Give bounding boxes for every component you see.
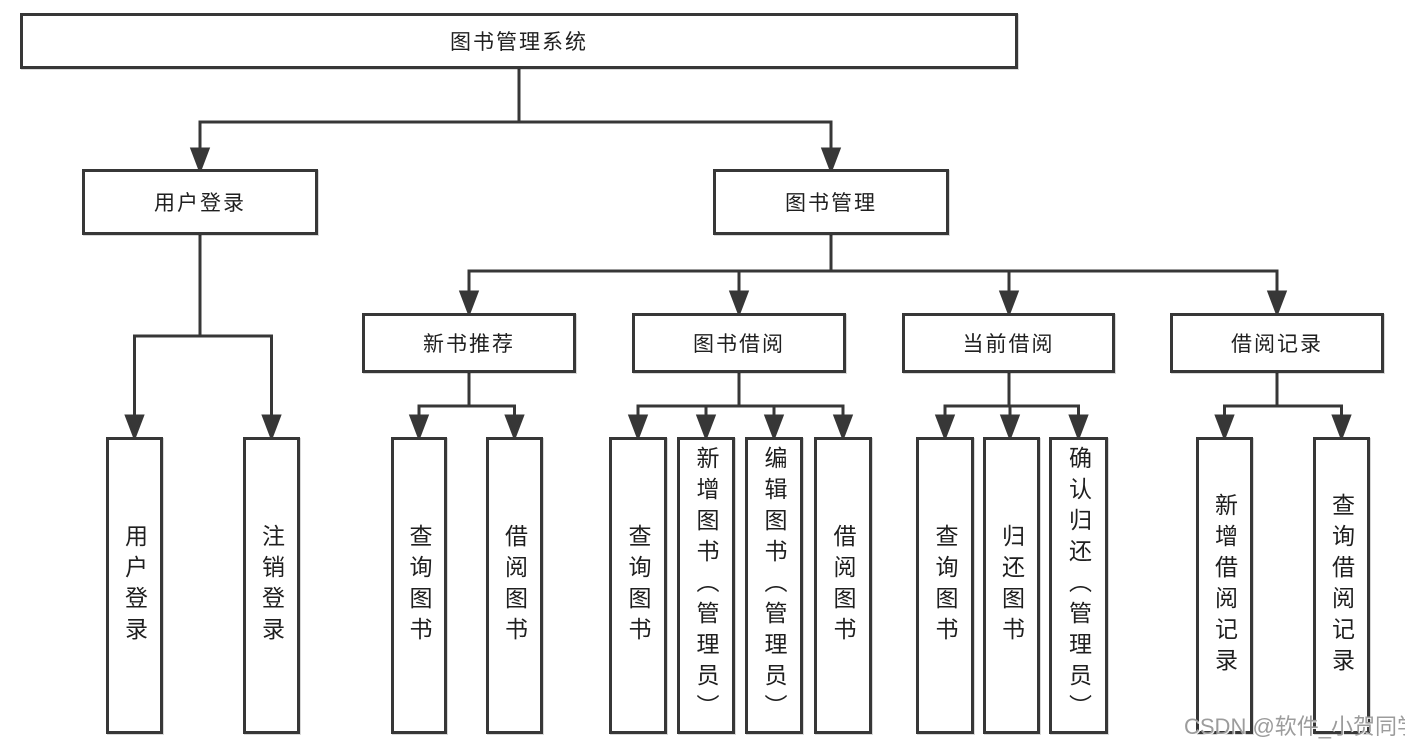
arrowhead-icon xyxy=(832,414,854,442)
node-user-login: 用户登录 xyxy=(82,169,318,235)
connector-new-book-recommend-to-leaves xyxy=(408,373,525,442)
leaf-query-books-2: 查询图书 xyxy=(609,437,667,734)
arrowhead-icon xyxy=(261,414,282,442)
node-label: 图书管理 xyxy=(785,192,877,215)
arrowhead-icon xyxy=(934,414,956,442)
arrowhead-icon xyxy=(820,147,842,175)
leaf-edit-book-admin: 编辑图书（管理员） xyxy=(745,437,803,734)
node-label: 确认归还（管理员） xyxy=(1065,446,1092,725)
arrowhead-icon xyxy=(627,414,649,442)
leaf-add-borrow-record: 新增借阅记录 xyxy=(1196,437,1253,734)
leaf-query-books-1: 查询图书 xyxy=(391,437,447,734)
connector-current-borrowing-to-leaves xyxy=(934,373,1089,442)
arrowhead-icon xyxy=(1068,414,1089,442)
leaf-borrow-books-2: 借阅图书 xyxy=(814,437,872,734)
arrowhead-icon xyxy=(1331,414,1352,442)
node-label: 注销登录 xyxy=(258,523,285,648)
arrowhead-icon xyxy=(1214,414,1235,442)
leaf-user-login: 用户登录 xyxy=(106,437,163,734)
arrowhead-icon xyxy=(124,414,145,442)
leaf-borrow-books-1: 借阅图书 xyxy=(486,437,543,734)
leaf-add-book-admin: 新增图书（管理员） xyxy=(677,437,735,734)
node-book-management: 图书管理 xyxy=(713,169,949,235)
arrowhead-icon xyxy=(728,290,750,318)
arrowhead-icon xyxy=(408,414,430,442)
node-label: 当前借阅 xyxy=(962,333,1055,356)
node-label: 新增借阅记录 xyxy=(1211,492,1238,679)
node-label: 编辑图书（管理员） xyxy=(761,446,787,725)
arrowhead-icon xyxy=(189,147,211,175)
node-borrowing-records: 借阅记录 xyxy=(1170,313,1384,373)
node-label: 归还图书 xyxy=(998,523,1025,648)
leaf-query-borrow-record: 查询借阅记录 xyxy=(1313,437,1370,734)
connector-book-borrowing-to-leaves xyxy=(627,373,854,442)
node-label: 用户登录 xyxy=(121,523,148,648)
connector-user-login-to-leaves xyxy=(124,235,282,442)
leaf-return-books: 归还图书 xyxy=(983,437,1040,734)
node-label: 查询图书 xyxy=(625,523,651,648)
node-label: 借阅图书 xyxy=(830,523,856,648)
node-label: 用户登录 xyxy=(154,192,246,215)
node-label: 查询借阅记录 xyxy=(1328,492,1355,679)
node-label: 借阅记录 xyxy=(1231,333,1323,356)
arrowhead-icon xyxy=(1266,290,1288,318)
connector-root-to-level2 xyxy=(189,69,842,175)
connector-book-management-to-level3 xyxy=(458,235,1288,318)
watermark: CSDN @软件_小贺同学 xyxy=(1184,714,1405,739)
node-label: 查询图书 xyxy=(406,523,432,648)
leaf-confirm-return-admin: 确认归还（管理员） xyxy=(1049,437,1108,734)
node-library-system: 图书管理系统 xyxy=(20,13,1018,69)
node-label: 新增图书（管理员） xyxy=(693,446,719,725)
node-label: 查询图书 xyxy=(932,523,958,648)
arrowhead-icon xyxy=(458,290,480,318)
node-label: 新书推荐 xyxy=(423,333,515,356)
arrowhead-icon xyxy=(504,414,525,442)
arrowhead-icon xyxy=(763,414,785,442)
leaf-logout-login: 注销登录 xyxy=(243,437,300,734)
leaf-query-books-3: 查询图书 xyxy=(916,437,974,734)
arrowhead-icon xyxy=(998,290,1020,318)
node-new-book-recommend: 新书推荐 xyxy=(362,313,576,373)
node-current-borrowing: 当前借阅 xyxy=(902,313,1115,373)
connector-borrowing-records-to-leaves xyxy=(1214,373,1352,442)
arrowhead-icon xyxy=(999,414,1021,442)
node-label: 图书管理系统 xyxy=(450,31,588,54)
node-book-borrowing: 图书借阅 xyxy=(632,313,846,373)
arrowhead-icon xyxy=(695,414,717,442)
node-label: 图书借阅 xyxy=(693,333,785,356)
node-label: 借阅图书 xyxy=(501,523,528,648)
